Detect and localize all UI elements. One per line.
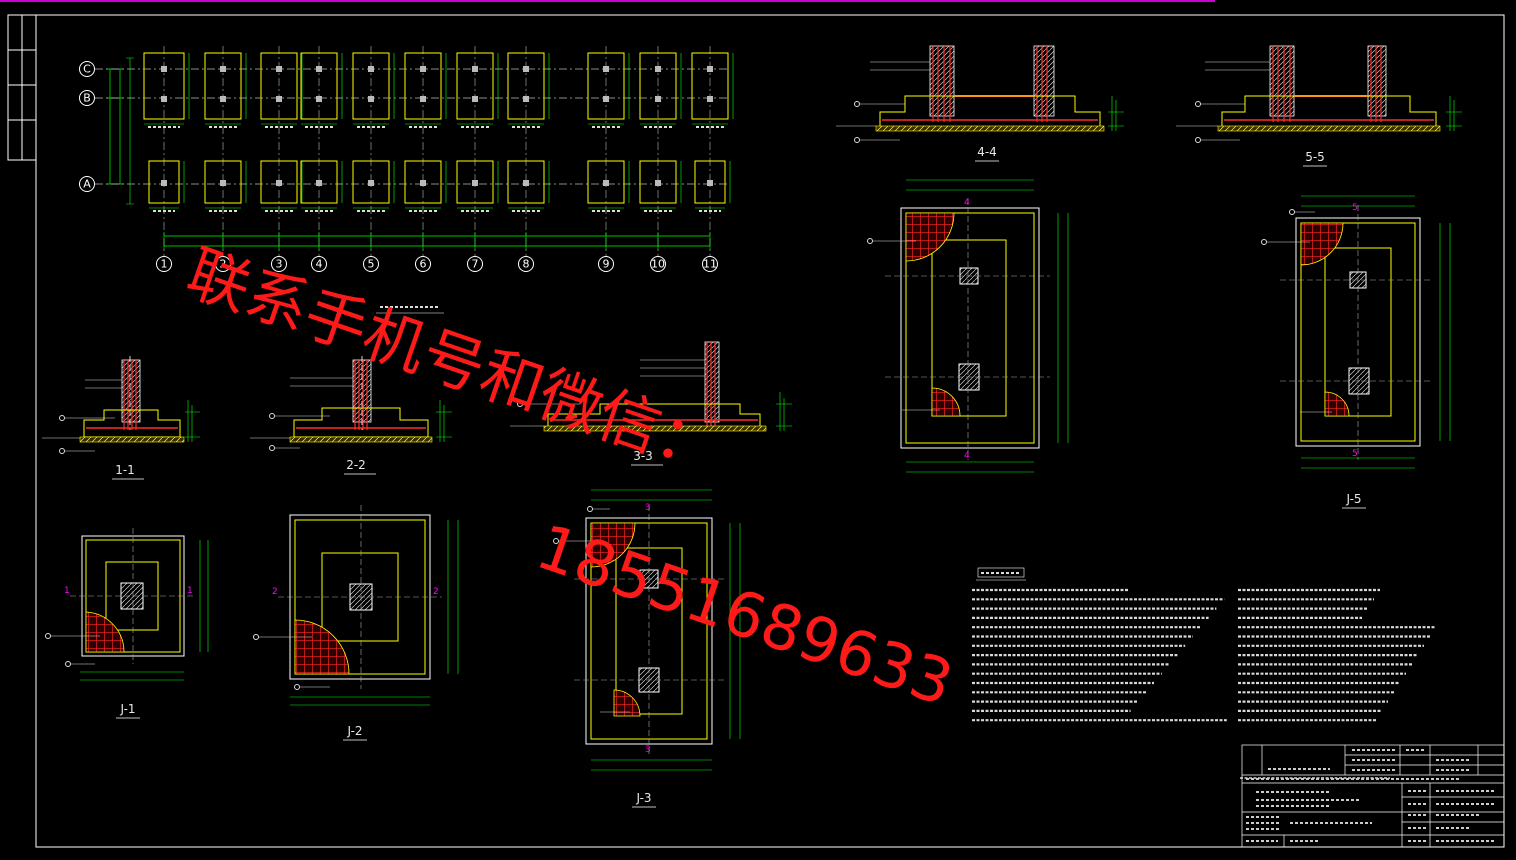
mark-4-top: 4: [964, 198, 970, 208]
section-label-5-5: 5-5: [1305, 150, 1325, 164]
svg-text:5: 5: [368, 258, 375, 271]
svg-text:10: 10: [651, 258, 665, 271]
mark-2-left: 2: [272, 587, 278, 597]
svg-text:2: 2: [220, 258, 227, 271]
mark-3-top: 3: [645, 503, 651, 513]
foundation-plan: [106, 46, 734, 314]
plan-footing-lower: [694, 160, 731, 212]
section-5-5: 5-5: [1176, 45, 1462, 167]
mark-1-left: 1: [64, 586, 70, 596]
footing-label-J-2: J-2: [346, 724, 362, 738]
design-notes-text: [972, 588, 1436, 779]
plan-footing-upper: [639, 52, 682, 128]
section-4-4: 4-4: [836, 45, 1124, 162]
watermark-line2: 18551689633: [528, 510, 962, 720]
mark-5-bottom: 5: [1352, 449, 1358, 459]
svg-text:A: A: [83, 178, 91, 191]
mark-3-bottom: 3: [645, 745, 651, 755]
footing-J-4: 4 4: [867, 179, 1069, 473]
plan-footing-upper: [143, 52, 190, 128]
section-3-3: 3-3: [510, 341, 792, 466]
section-label-4-4: 4-4: [977, 145, 997, 159]
plan-footing-lower: [587, 160, 630, 212]
column-axis-bubbles: 1 2 3 4 5 6 7 8 9 10 11: [156, 256, 718, 272]
column-axis-8: 8: [518, 256, 534, 272]
top-bar: [0, 0, 1215, 2]
footing-label-J-5: J-5: [1345, 492, 1361, 506]
plan-footing-lower: [404, 160, 447, 212]
section-label-1-1: 1-1: [115, 463, 135, 477]
svg-text:4: 4: [316, 258, 323, 271]
plan-footing-lower: [204, 160, 247, 212]
mark-1-right: 1: [187, 586, 193, 596]
plan-footing-lower: [148, 160, 185, 212]
footing-J-5: 5 5 J-5: [1261, 195, 1451, 509]
plan-footing-upper: [300, 52, 343, 128]
watermark: 联系手机号和微信： 18551689633: [178, 236, 962, 720]
mark-2-right: 2: [433, 587, 439, 597]
title-block: [1241, 744, 1505, 848]
svg-text:1: 1: [161, 258, 168, 271]
column-axis-2: 2: [215, 256, 231, 272]
plan-footing-lower: [639, 160, 682, 212]
plan-footing-upper: [404, 52, 447, 128]
plan-footing-upper: [204, 52, 247, 128]
drawing-frame: [7, 14, 1505, 848]
column-axis-6: 6: [415, 256, 431, 272]
plan-footing-lower: [300, 160, 343, 212]
plan-footing-upper: [507, 52, 550, 128]
svg-text:3: 3: [276, 258, 283, 271]
section-1-1: 1-1: [42, 356, 200, 480]
svg-text:B: B: [83, 92, 91, 105]
svg-text:9: 9: [603, 258, 610, 271]
plan-footing-upper: [691, 52, 734, 128]
design-notes: [976, 567, 1026, 581]
row-axis-C: C: [79, 61, 730, 77]
mark-5-top: 5: [1352, 203, 1358, 213]
footing-label-J-1: J-1: [119, 702, 135, 716]
plan-footing-lower: [260, 160, 303, 212]
svg-text:C: C: [83, 63, 91, 76]
title-block-text: [1246, 749, 1496, 842]
plan-footing-lower: [507, 160, 550, 212]
plan-footing-lower: [456, 160, 499, 212]
column-axis-9: 9: [598, 256, 614, 272]
column-axis-1: 1: [156, 256, 172, 272]
row-axis-bubbles: C B A: [79, 61, 730, 192]
svg-text:11: 11: [703, 258, 717, 271]
column-axis-3: 3: [271, 256, 287, 272]
column-axis-11: 11: [702, 256, 718, 272]
section-2-2: 2-2: [250, 356, 452, 475]
row-axis-B: B: [79, 90, 730, 106]
column-axis-7: 7: [467, 256, 483, 272]
footing-J-3: 3 3 J-3: [553, 489, 741, 808]
column-axis-10: 10: [650, 256, 666, 272]
svg-text:7: 7: [472, 258, 479, 271]
mark-4-bottom: 4: [964, 451, 970, 461]
plan-footing-upper: [456, 52, 499, 128]
column-axis-4: 4: [311, 256, 327, 272]
plan-footing-lower: [352, 160, 395, 212]
plan-footing-upper: [260, 52, 303, 128]
svg-text:8: 8: [523, 258, 530, 271]
footing-label-J-3: J-3: [635, 791, 651, 805]
column-axis-5: 5: [363, 256, 379, 272]
row-axis-A: A: [79, 176, 730, 192]
plan-footing-upper: [352, 52, 395, 128]
footing-J-1: 1 1 J-1: [45, 528, 209, 719]
svg-text:6: 6: [420, 258, 427, 271]
watermark-line1: 联系手机号和微信：: [178, 236, 729, 487]
plan-footing-upper: [587, 52, 630, 128]
section-label-2-2: 2-2: [346, 458, 366, 472]
footing-J-2: 2 2 J-2: [253, 505, 459, 741]
section-label-3-3: 3-3: [633, 449, 653, 463]
